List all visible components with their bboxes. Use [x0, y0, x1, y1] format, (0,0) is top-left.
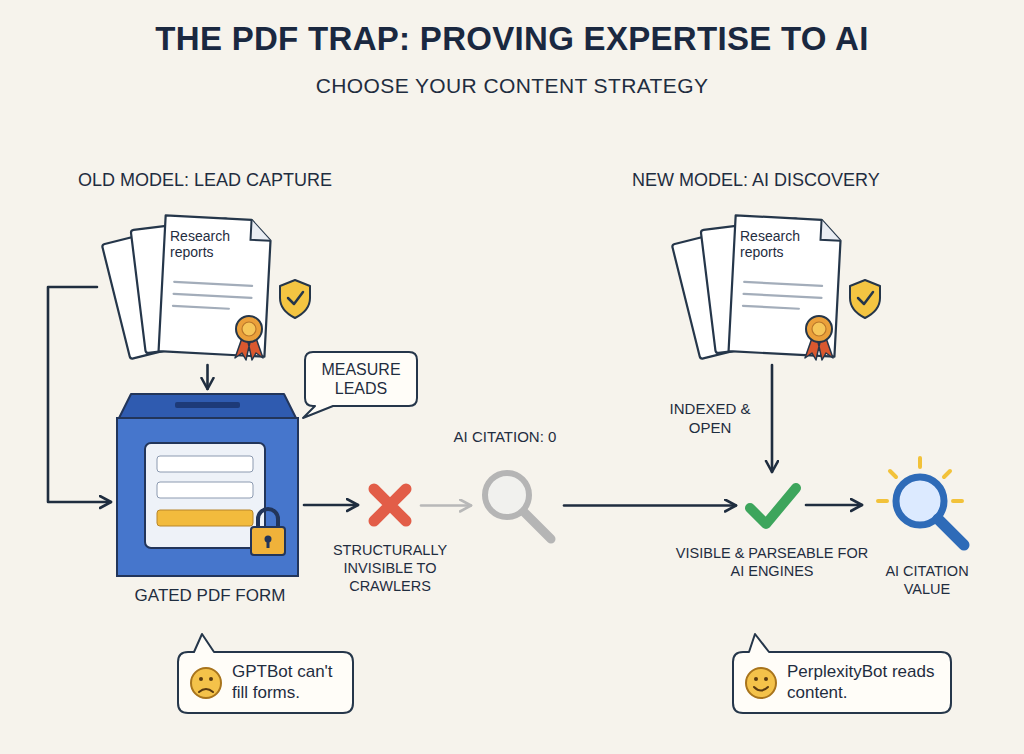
decor-shape [729, 215, 842, 356]
face [191, 668, 221, 698]
eye [754, 677, 758, 681]
edge-label-wrap: INDEXED & OPEN [658, 400, 762, 438]
form-field [157, 456, 253, 472]
shield-check [288, 292, 303, 304]
arrow-connector [564, 504, 736, 507]
front-page [159, 215, 272, 356]
check-icon [742, 478, 802, 533]
section-heading-wrap: OLD MODEL: LEAD CAPTURE [78, 170, 438, 191]
handle [938, 519, 964, 545]
title: THE PDF TRAP: PROVING EXPERTISE TO AI [0, 20, 1024, 58]
arrow-connector [806, 504, 862, 507]
arrow-connector [304, 504, 358, 507]
speech-bubble: MEASURE LEADS [305, 352, 417, 406]
document-stack: Research reports [100, 212, 310, 362]
shield-check [858, 292, 873, 304]
box-body [117, 418, 298, 576]
badge-core [812, 322, 826, 336]
node-label: AI CITATION VALUE [862, 562, 992, 598]
mouth [199, 689, 213, 692]
callout-text: GPTBot can't fill forms. [232, 662, 341, 703]
award-badge [236, 316, 262, 342]
award-badge [806, 316, 832, 342]
form-panel [145, 443, 265, 548]
bubble-outline [303, 352, 417, 418]
subtitle-wrap: CHOOSE YOUR CONTENT STRATEGY [0, 74, 1024, 98]
form-ballot-box [115, 388, 300, 578]
callout-shape [733, 652, 951, 713]
form-field [157, 482, 253, 498]
section-heading: NEW MODEL: AI DISCOVERY [632, 170, 992, 191]
arrow-connector [206, 365, 209, 389]
bubble-text: MEASURE LEADS [315, 360, 407, 398]
arrow-connector [771, 365, 774, 472]
eye [199, 677, 203, 681]
magnifier-icon [475, 463, 560, 548]
text-lines [743, 282, 822, 310]
badge-core [242, 322, 256, 336]
speech-bubble-shape [305, 352, 417, 406]
face [746, 668, 776, 698]
section-heading-wrap: NEW MODEL: AI DISCOVERY [632, 170, 992, 191]
blue-magnifier: AI CITATION VALUE [862, 440, 992, 598]
shield-icon [850, 280, 880, 318]
callout-text: PerplexityBot reads content. [787, 662, 939, 703]
lock-body [251, 527, 285, 555]
x-mark [374, 489, 406, 521]
gated-form-box: GATED PDF FORM [95, 388, 325, 606]
section-heading: OLD MODEL: LEAD CAPTURE [78, 170, 438, 191]
magnifier-icon [872, 455, 972, 555]
submit-field [157, 510, 253, 526]
keyhole [267, 540, 270, 548]
node-label: AI CITATION: 0 [430, 428, 580, 447]
grey-magnifier: AI CITATION: 0 [430, 428, 580, 447]
arrow-connector [421, 504, 471, 507]
mouth [754, 687, 768, 691]
arrow-connector [48, 287, 111, 502]
front-page [729, 215, 842, 356]
document-stack: Research reports [670, 212, 880, 362]
callout-shape [178, 652, 353, 713]
document-title: Research reports [170, 228, 250, 260]
box-lid [119, 394, 296, 418]
box-slot [175, 402, 240, 408]
subtitle: CHOOSE YOUR CONTENT STRATEGY [0, 74, 1024, 98]
shield-icon [280, 280, 310, 318]
callout-box: PerplexityBot reads content. [733, 652, 951, 713]
callout-box: GPTBot can't fill forms. [178, 652, 353, 713]
decor-shape [159, 215, 272, 356]
callout-outline [178, 634, 353, 713]
check-mark [750, 488, 796, 524]
title-wrap: THE PDF TRAP: PROVING EXPERTISE TO AI [0, 20, 1024, 58]
node-label: GATED PDF FORM [95, 586, 325, 606]
page-fold [251, 220, 272, 241]
text-lines [173, 282, 252, 310]
node-label: STRUCTURALLY INVISIBLE TO CRAWLERS [305, 541, 475, 595]
document-title: Research reports [740, 228, 820, 260]
check-node: VISIBLE & PARSEABLE FOR AI ENGINES [672, 478, 872, 580]
handle [524, 512, 551, 539]
node-label: VISIBLE & PARSEABLE FOR AI ENGINES [672, 544, 872, 580]
x-icon [364, 479, 416, 531]
eye [209, 677, 213, 681]
eye [764, 677, 768, 681]
x-mark-node: STRUCTURALLY INVISIBLE TO CRAWLERS [305, 479, 475, 595]
edge-label: INDEXED & OPEN [658, 400, 762, 438]
callout-outline [733, 634, 951, 713]
page-fold [821, 220, 842, 241]
